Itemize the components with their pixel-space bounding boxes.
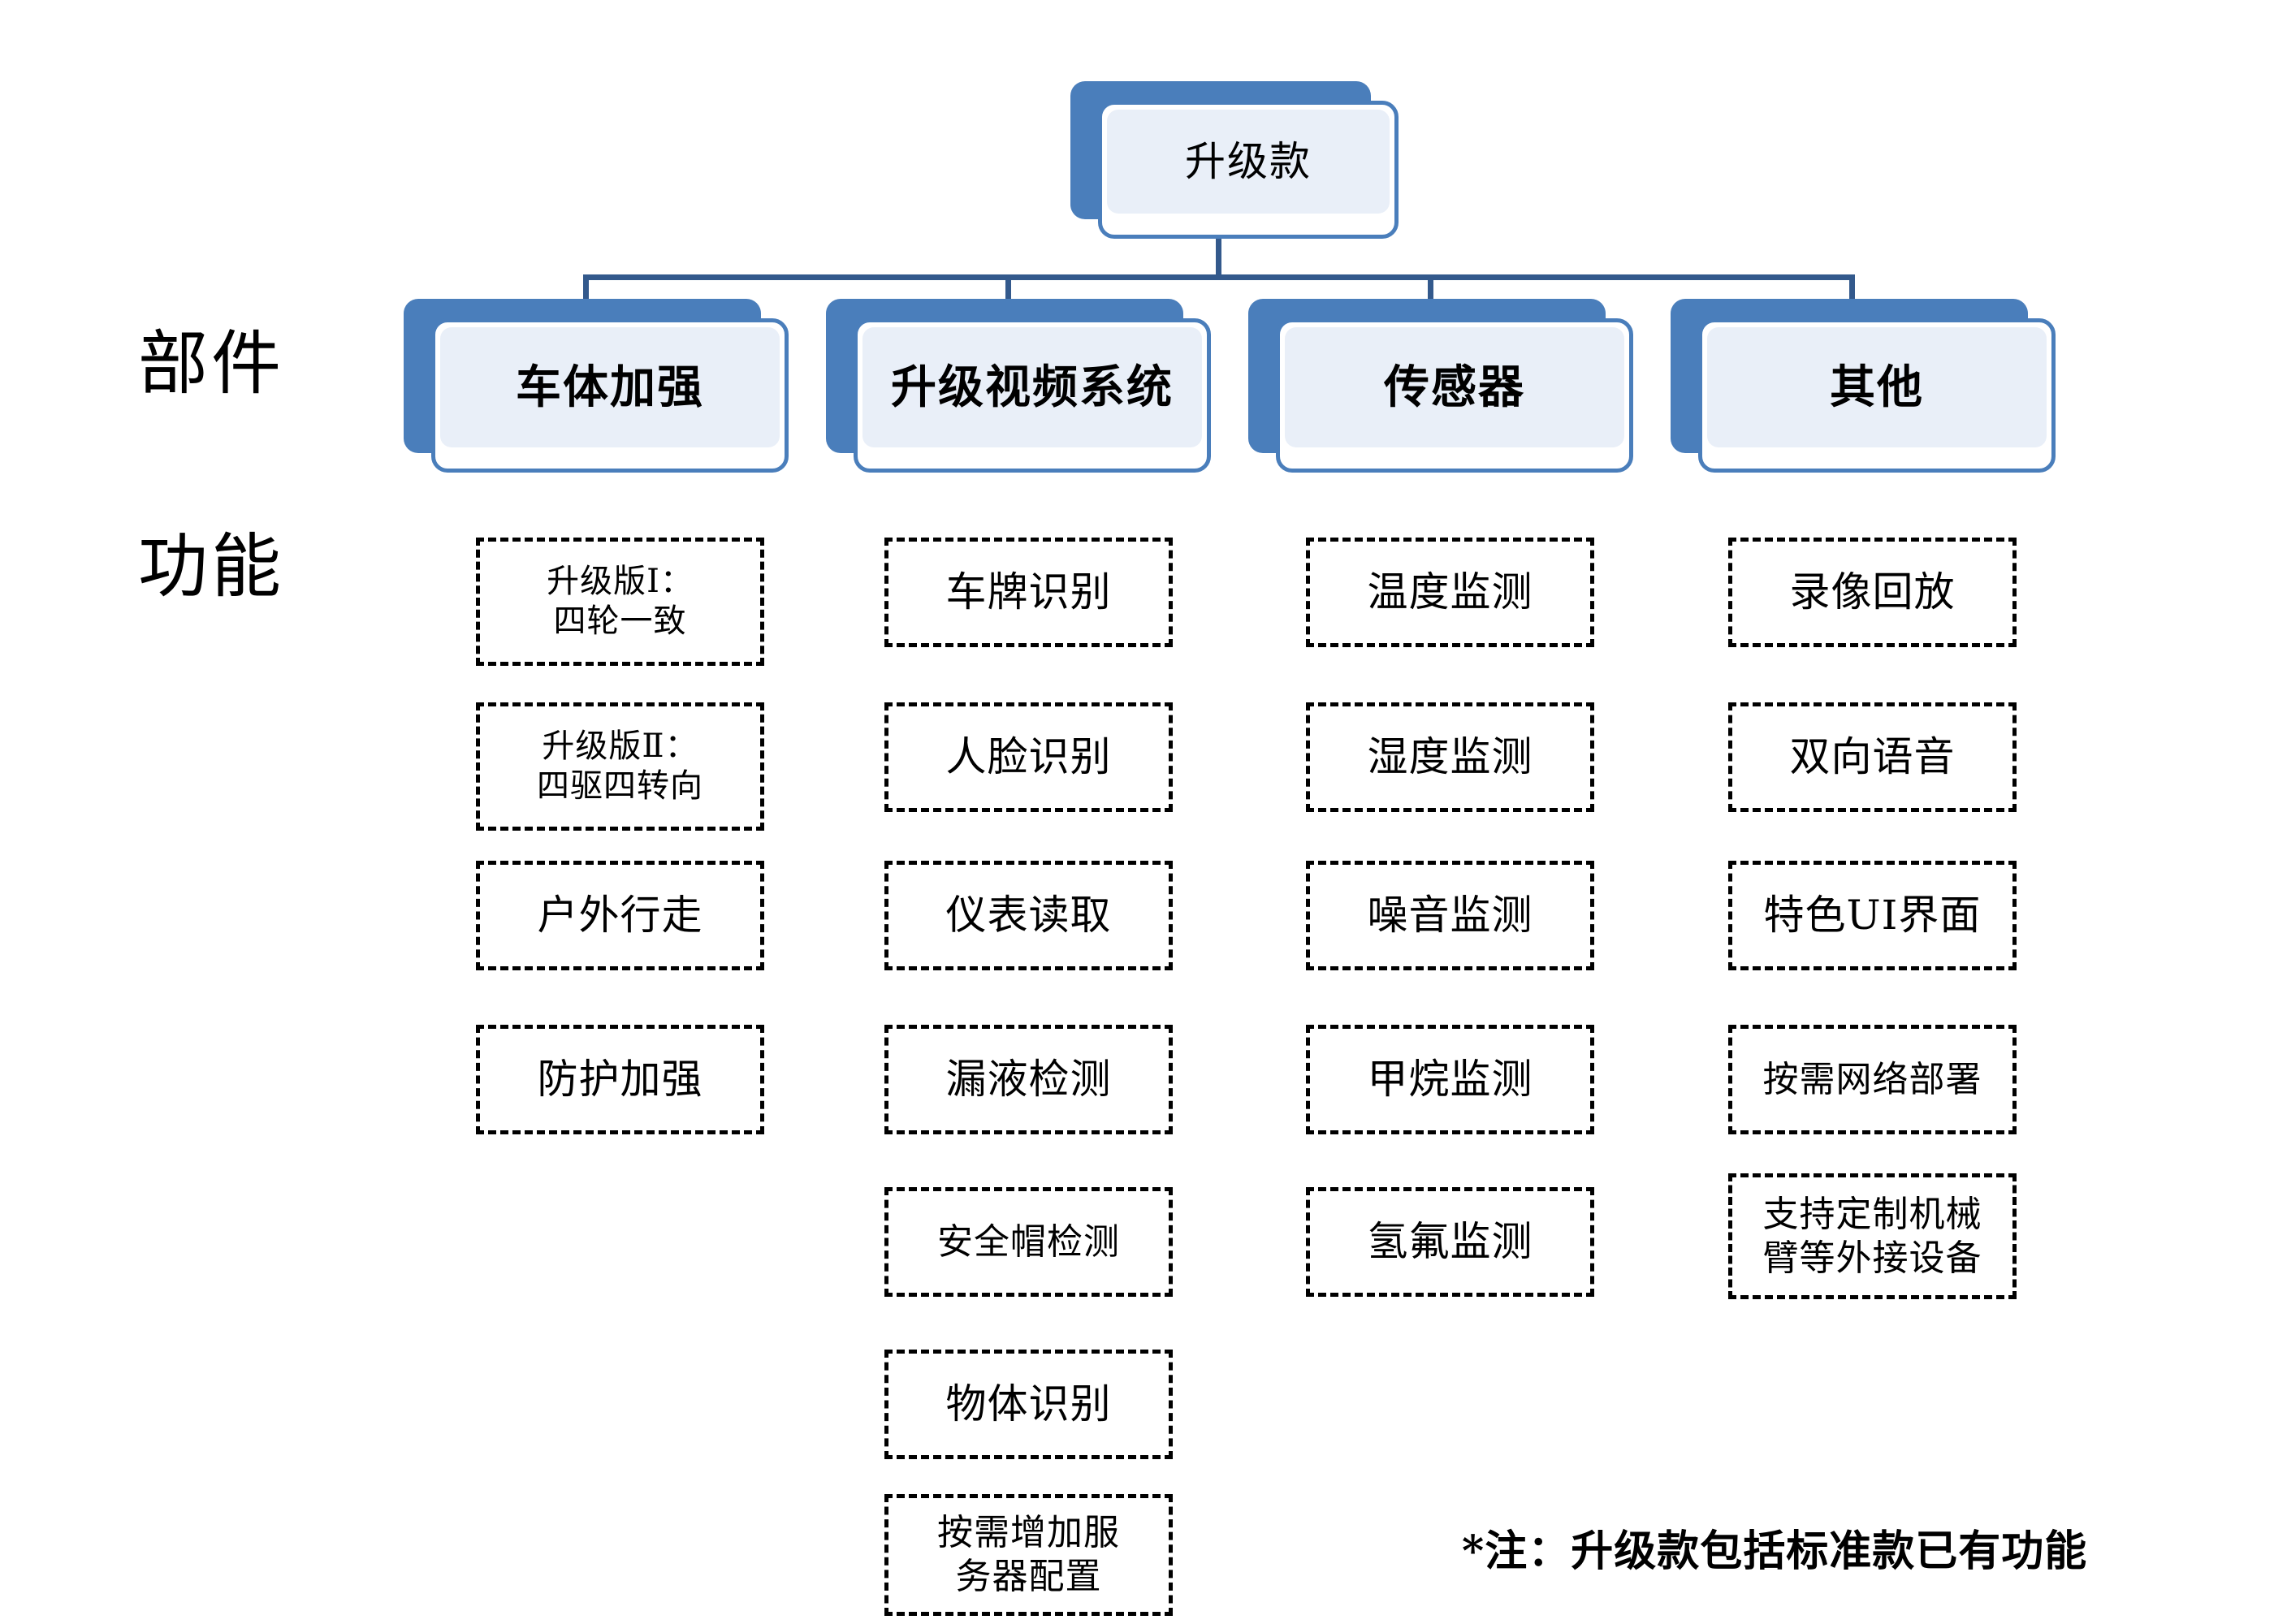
function-label: 按需增加服 务器配置 (937, 1512, 1120, 1597)
function-box[interactable]: 噪音监测 (1306, 861, 1594, 970)
node-component-4[interactable]: 其他 (1671, 299, 2056, 473)
function-box[interactable]: 双向语音 (1728, 702, 2017, 812)
connector-root-stem (1216, 239, 1221, 279)
row-label-components: 部件 (138, 323, 284, 404)
function-box[interactable]: 漏液检测 (884, 1025, 1173, 1134)
node-component-3-label: 传感器 (1384, 361, 1525, 415)
function-label: 物体识别 (945, 1380, 1112, 1427)
card-inner-panel (1285, 327, 1624, 447)
function-label: 车牌识别 (945, 568, 1112, 615)
function-box[interactable]: 人脸识别 (884, 702, 1173, 812)
node-component-4-label: 其他 (1830, 361, 1924, 415)
function-label: 双向语音 (1789, 733, 1956, 780)
function-box[interactable]: 按需增加服 务器配置 (884, 1494, 1173, 1616)
card-inner-panel (440, 327, 780, 447)
function-label: 漏液检测 (945, 1056, 1112, 1103)
card-front: 升级视频系统 (854, 318, 1211, 473)
function-box[interactable]: 物体识别 (884, 1350, 1173, 1459)
function-label: 升级版Ⅰ： 四轮一致 (547, 563, 694, 640)
function-box[interactable]: 安全帽检测 (884, 1187, 1173, 1297)
node-root-label: 升级款 (1185, 137, 1312, 185)
function-box[interactable]: 户外行走 (476, 861, 764, 970)
root-card-inner-panel (1107, 110, 1390, 214)
function-box[interactable]: 录像回放 (1728, 538, 2017, 647)
function-label: 甲烷监测 (1367, 1056, 1533, 1103)
card-front: 传感器 (1276, 318, 1633, 473)
node-component-2-label: 升级视频系统 (891, 361, 1174, 415)
function-box[interactable]: 按需网络部署 (1728, 1025, 2017, 1134)
function-box[interactable]: 温度监测 (1306, 538, 1594, 647)
card-front: 车体加强 (431, 318, 789, 473)
function-box[interactable]: 支持定制机械 臂等外接设备 (1728, 1173, 2017, 1299)
footnote: *注：升级款包括标准款已有功能 (1462, 1527, 2088, 1576)
function-box[interactable]: 升级版Ⅰ： 四轮一致 (476, 538, 764, 666)
function-label: 防护加强 (537, 1056, 703, 1103)
root-card-front: 升级款 (1098, 101, 1399, 239)
function-box[interactable]: 防护加强 (476, 1025, 764, 1134)
function-box[interactable]: 甲烷监测 (1306, 1025, 1594, 1134)
function-box[interactable]: 车牌识别 (884, 538, 1173, 647)
node-component-3[interactable]: 传感器 (1248, 299, 1633, 473)
connector-horizontal-bus (583, 274, 1855, 280)
function-label: 按需网络部署 (1762, 1058, 1982, 1100)
node-root[interactable]: 升级款 (1070, 81, 1399, 239)
function-label: 人脸识别 (945, 733, 1112, 780)
function-label: 特色UI界面 (1763, 892, 1982, 939)
function-label: 氢氟监测 (1367, 1218, 1533, 1265)
function-label: 温度监测 (1367, 568, 1533, 615)
function-box[interactable]: 特色UI界面 (1728, 861, 2017, 970)
node-component-1-label: 车体加强 (516, 361, 704, 415)
card-front: 其他 (1698, 318, 2056, 473)
row-label-functions: 功能 (138, 526, 284, 607)
function-label: 噪音监测 (1367, 892, 1533, 939)
node-component-1[interactable]: 车体加强 (404, 299, 789, 473)
function-label: 支持定制机械 臂等外接设备 (1762, 1193, 1982, 1279)
function-label: 户外行走 (537, 892, 703, 939)
card-inner-panel (862, 327, 1202, 447)
function-label: 升级版Ⅱ： 四驱四转向 (537, 728, 703, 805)
function-box[interactable]: 氢氟监测 (1306, 1187, 1594, 1297)
function-label: 录像回放 (1789, 568, 1956, 615)
node-component-2[interactable]: 升级视频系统 (826, 299, 1211, 473)
card-inner-panel (1707, 327, 2047, 447)
function-label: 安全帽检测 (937, 1220, 1120, 1263)
function-label: 仪表读取 (945, 892, 1112, 939)
function-box[interactable]: 升级版Ⅱ： 四驱四转向 (476, 702, 764, 831)
function-label: 湿度监测 (1367, 733, 1533, 780)
function-box[interactable]: 湿度监测 (1306, 702, 1594, 812)
function-box[interactable]: 仪表读取 (884, 861, 1173, 970)
